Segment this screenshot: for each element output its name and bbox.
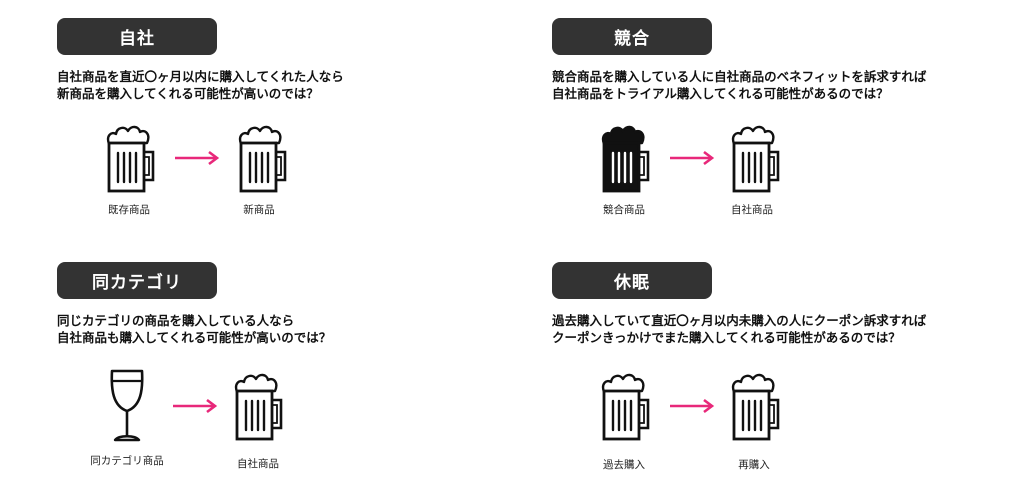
description-line: 自社商品も購入してくれる可能性が高いのでは？ <box>57 330 332 345</box>
to-label: 自社商品 <box>237 458 279 470</box>
quadrant-description: 同じカテゴリの商品を購入している人なら 自社商品も購入してくれる可能性が高いので… <box>57 312 331 346</box>
beer-mug-outline-icon <box>730 122 782 194</box>
description-line: 過去購入していて直近〇ヶ月以内未購入の人にクーポン訴求すれば <box>552 313 927 328</box>
beer-mug-outline-icon <box>105 122 157 194</box>
beer-mug-outline-icon <box>600 370 652 442</box>
quadrant-kyogo: 競合 競合商品を購入している人に自社商品のベネフィットを訴求すれば 自社商品をト… <box>552 18 982 238</box>
arrow-icon <box>174 150 220 170</box>
to-label: 自社商品 <box>731 204 773 216</box>
quadrant-description: 自社商品を直近〇ヶ月以内に購入してくれた人なら 新商品を購入してくれる可能性が高… <box>57 68 344 102</box>
quadrant-jisha: 自社 自社商品を直近〇ヶ月以内に購入してくれた人なら 新商品を購入してくれる可能… <box>57 18 487 238</box>
beer-mug-filled-icon <box>600 122 652 194</box>
quadrant-kyumin: 休眠 過去購入していて直近〇ヶ月以内未購入の人にクーポン訴求すれば クーポンきっ… <box>552 262 982 482</box>
description-line: 新商品を購入してくれる可能性が高いのでは？ <box>57 86 319 101</box>
arrow-icon <box>669 398 715 418</box>
quadrant-title-pill: 自社 <box>57 18 217 55</box>
description-line: クーポンきっかけでまた購入してくれる可能性があるのでは？ <box>552 330 901 345</box>
beer-mug-outline-icon <box>233 370 285 442</box>
to-label: 新商品 <box>243 204 275 216</box>
description-line: 同じカテゴリの商品を購入している人なら <box>57 313 295 328</box>
quadrant-title-pill: 休眠 <box>552 262 712 299</box>
from-label: 競合商品 <box>603 204 645 216</box>
quadrant-category: 同カテゴリ 同じカテゴリの商品を購入している人なら 自社商品も購入してくれる可能… <box>57 262 487 482</box>
quadrant-description: 競合商品を購入している人に自社商品のベネフィットを訴求すれば 自社商品をトライア… <box>552 68 926 102</box>
arrow-icon <box>669 150 715 170</box>
description-line: 競合商品を購入している人に自社商品のベネフィットを訴求すれば <box>552 69 927 84</box>
to-label: 再購入 <box>738 459 770 471</box>
wine-glass-icon <box>107 368 147 444</box>
quadrant-title-pill: 同カテゴリ <box>57 262 217 299</box>
quadrant-description: 過去購入していて直近〇ヶ月以内未購入の人にクーポン訴求すれば クーポンきっかけで… <box>552 312 926 346</box>
beer-mug-outline-icon <box>237 122 289 194</box>
description-line: 自社商品をトライアル購入してくれる可能性があるのでは？ <box>552 86 889 101</box>
from-label: 既存商品 <box>108 204 150 216</box>
from-label: 同カテゴリ商品 <box>90 455 164 467</box>
description-line: 自社商品を直近〇ヶ月以内に購入してくれた人なら <box>57 69 344 84</box>
from-label: 過去購入 <box>603 459 645 471</box>
quadrant-title-pill: 競合 <box>552 18 712 55</box>
arrow-icon <box>172 398 218 418</box>
beer-mug-outline-icon <box>730 370 782 442</box>
